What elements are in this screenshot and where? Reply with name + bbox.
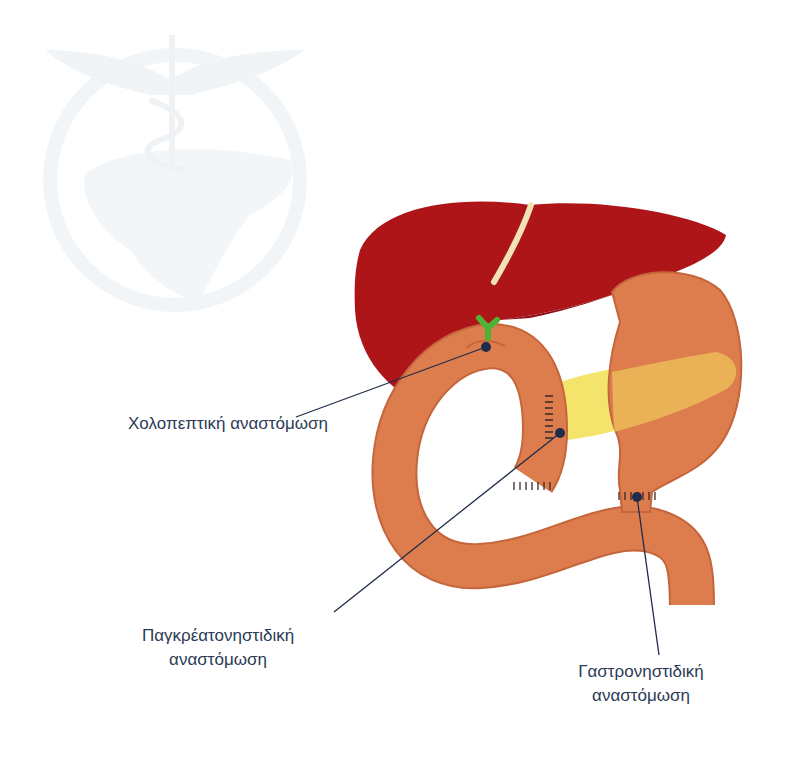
leader-lines: [296, 347, 659, 655]
stump-sutures: [514, 482, 550, 490]
falciform-ligament: [494, 205, 531, 282]
watermark-liver: [84, 149, 292, 300]
callout-dots: [481, 342, 642, 502]
pancreatic-sutures: [545, 396, 553, 438]
watermark-snake: [148, 100, 185, 170]
pancreas-behind-stomach: [612, 352, 736, 432]
callout-dot: [555, 428, 565, 438]
sutures: [514, 396, 655, 500]
watermark-logo: [45, 35, 305, 305]
stomach: [609, 272, 742, 512]
leader-line: [296, 347, 486, 417]
leader-line: [334, 433, 560, 612]
callout-label: Χολοπεπτική αναστόμωση: [128, 412, 328, 436]
stomach-shape: [609, 272, 742, 512]
callout-dot: [632, 492, 642, 502]
watermark-staff: [169, 35, 175, 170]
jejunum-cut: [668, 605, 718, 615]
liver-shadow: [500, 292, 620, 320]
callout-label: Παγκρέατονηστιδική αναστόμωση: [103, 624, 333, 672]
callout-dot: [481, 342, 491, 352]
callout-label: Γαστρονηστιδική αναστόμωση: [536, 660, 746, 708]
bile-duct: [479, 318, 497, 338]
leader-line: [637, 497, 659, 655]
